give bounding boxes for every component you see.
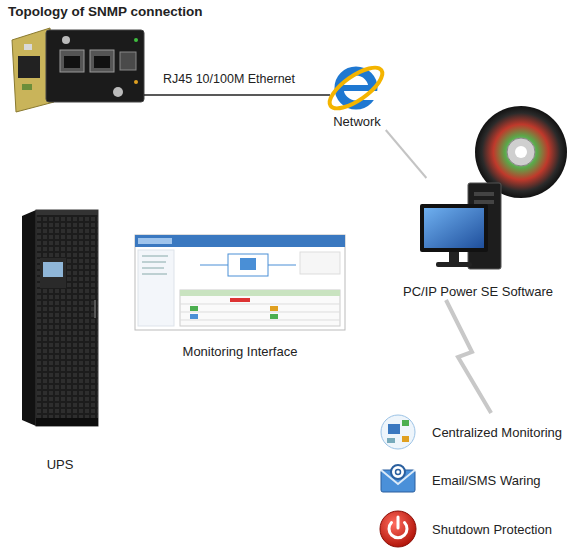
monitoring-screenshot-part — [180, 290, 340, 296]
ups-cabinet-part — [22, 210, 36, 426]
monitoring-icon-part — [388, 424, 400, 434]
snmp-card-part — [134, 38, 138, 42]
ups-cabinet-part — [36, 210, 98, 215]
node-text: UPS — [47, 457, 74, 473]
shutdown-icon — [380, 511, 416, 547]
software-node: PC/IP Power SE Software — [398, 178, 558, 300]
pc-computer-part — [436, 262, 472, 267]
monitoring-screenshot-part — [142, 262, 166, 263]
monitoring-icon-part — [402, 436, 409, 442]
snmp-card — [12, 28, 144, 112]
snmp-card-part — [18, 56, 40, 78]
software-cd-part — [507, 138, 535, 166]
snmp-card-part — [113, 87, 123, 97]
monitoring-screenshot-part — [270, 306, 278, 311]
monitoring-icon-part — [387, 438, 395, 443]
snmp-card-part — [62, 36, 70, 44]
network-node: Network — [322, 62, 392, 130]
pc-computer-part — [449, 252, 459, 262]
monitoring-screenshot-part — [300, 252, 340, 274]
monitoring-screenshot — [135, 235, 345, 330]
network-icon-part — [324, 60, 389, 115]
monitoring-screenshot-part — [142, 274, 167, 275]
node-text: PC/IP Power SE Software — [403, 284, 553, 300]
email-icon-part — [391, 465, 405, 479]
pc-computer-part — [420, 204, 488, 252]
snmp-card-part — [64, 56, 80, 68]
monitoring-screenshot-part — [138, 250, 174, 326]
email-icon — [381, 465, 415, 492]
node-text: Shutdown Protection — [432, 522, 552, 538]
pc-computer-part — [474, 192, 494, 196]
monitoring-screenshot-part — [180, 290, 340, 326]
ups-cabinet — [22, 210, 98, 426]
ups-cabinet-part — [94, 300, 96, 318]
feature-item: Centralized Monitoring — [378, 413, 580, 453]
monitoring-screenshot-part — [180, 312, 340, 313]
snmp-card-part — [134, 80, 138, 84]
node-text: Email/SMS Waring — [432, 473, 541, 489]
monitoring-screenshot-part — [200, 265, 228, 266]
monitoring-screenshot-part — [240, 258, 256, 270]
ethernet-cable — [144, 94, 330, 96]
ups-cabinet-part — [36, 210, 98, 426]
monitoring-screenshot-part — [180, 304, 340, 305]
monitoring-screenshot-part — [190, 314, 198, 319]
snmp-card-part — [90, 50, 114, 72]
network-icon-part — [339, 85, 373, 91]
feature-item: Shutdown Protection — [378, 510, 580, 550]
monitoring-screenshot-part — [142, 256, 168, 257]
email-icon-part — [396, 470, 401, 475]
ups-cabinet-part — [43, 262, 63, 277]
pc-computer — [420, 183, 501, 269]
software-cd-part — [515, 146, 527, 158]
network-link — [386, 130, 427, 178]
monitoring-icon — [381, 415, 415, 449]
snmp-card-part — [22, 84, 32, 90]
node-text: Centralized Monitoring — [432, 425, 562, 441]
wireless-link — [446, 300, 491, 413]
monitoring-screenshot-part — [135, 235, 345, 247]
monitoring-screenshot-part — [230, 298, 250, 302]
monitoring-screenshot-part — [142, 268, 164, 269]
snmp-card-part — [60, 50, 84, 72]
monitoring-screenshot-part — [270, 314, 278, 319]
snmp-card-part — [94, 56, 110, 68]
monitoring-icon-part — [402, 420, 409, 426]
ups-cabinet-part — [36, 418, 98, 426]
interface-node: Monitoring Interface — [130, 232, 350, 360]
monitoring-screenshot-part — [135, 235, 345, 330]
network-icon — [324, 60, 389, 115]
cable-label: RJ45 10/100M Ethernet — [163, 72, 295, 87]
snmp-card-part — [46, 30, 144, 102]
pc-computer-part — [424, 208, 484, 248]
monitoring-screenshot-part — [138, 238, 172, 244]
monitoring-icon-part — [381, 415, 415, 449]
node-text: Monitoring Interface — [183, 344, 298, 360]
diagram-title: Topology of SNMP connection — [8, 4, 203, 20]
monitoring-screenshot-part — [268, 265, 296, 266]
monitoring-screenshot-part — [228, 254, 268, 276]
node-text: Network — [333, 114, 381, 130]
monitoring-screenshot-part — [180, 320, 340, 321]
snmp-card-part — [120, 52, 136, 70]
ups-cabinet-part — [40, 258, 66, 288]
snmp-card-part — [24, 44, 32, 50]
shutdown-icon-part — [397, 517, 400, 528]
feature-item: Email/SMS Waring — [378, 461, 580, 501]
pc-computer-part — [474, 200, 494, 204]
ups-node: UPS — [10, 205, 110, 473]
monitoring-screenshot-part — [190, 306, 198, 311]
shutdown-icon-part — [380, 511, 416, 547]
